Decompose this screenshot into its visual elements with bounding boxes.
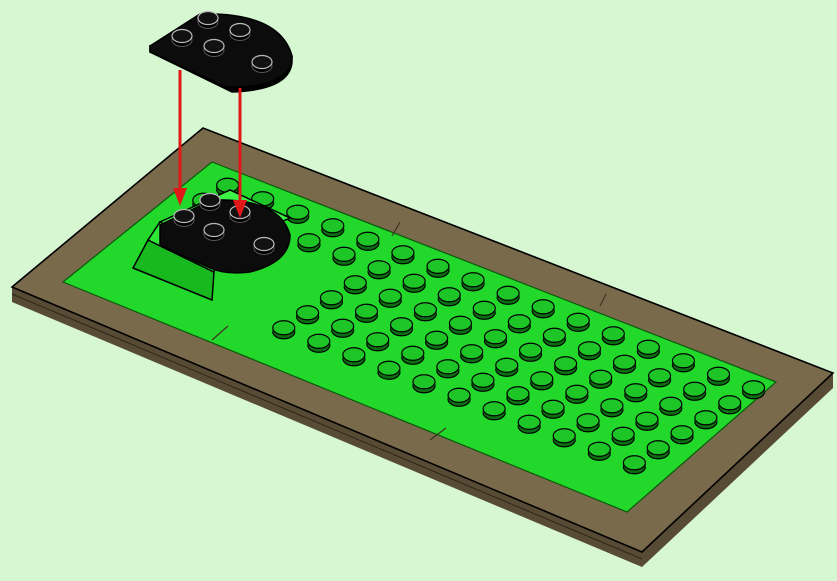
stud [355, 304, 377, 322]
plate-stud [252, 56, 272, 73]
stud [684, 382, 706, 400]
stud [588, 442, 610, 460]
stud [322, 219, 344, 237]
stud [438, 288, 460, 306]
stud [287, 205, 309, 223]
stud [553, 429, 575, 447]
stud [636, 412, 658, 430]
stud [567, 313, 589, 331]
stud [473, 301, 495, 319]
stud [462, 273, 484, 291]
stud [743, 381, 765, 399]
stud [391, 318, 413, 336]
stud [448, 388, 470, 406]
plate-stud [204, 40, 224, 57]
stud [612, 427, 634, 445]
stud [602, 327, 624, 345]
stud [403, 274, 425, 292]
stud [566, 385, 588, 403]
stud [532, 300, 554, 318]
plate-stud [172, 30, 192, 47]
stud [508, 315, 530, 333]
stud [542, 400, 564, 418]
stud [344, 276, 366, 294]
stud [320, 291, 342, 309]
stud [649, 369, 671, 387]
stud [531, 372, 553, 390]
stud [555, 357, 577, 375]
stud [695, 411, 717, 429]
stud [707, 367, 729, 385]
stud [308, 334, 330, 352]
stud [427, 259, 449, 277]
stud [485, 330, 507, 348]
stud [413, 375, 435, 393]
stud [671, 426, 693, 444]
stud [601, 399, 623, 417]
stud [332, 319, 354, 337]
stud [496, 358, 518, 376]
stud [578, 342, 600, 360]
plate-stud [254, 238, 274, 255]
stud [368, 261, 390, 279]
stud [614, 355, 636, 373]
stud [378, 361, 400, 379]
stud [672, 354, 694, 372]
stud [577, 414, 599, 432]
stud [437, 360, 459, 378]
stud [273, 321, 295, 339]
stud [483, 402, 505, 420]
stud [392, 246, 414, 264]
stud [497, 286, 519, 304]
stud [461, 345, 483, 363]
stud [333, 247, 355, 265]
stud [343, 348, 365, 366]
stud [543, 328, 565, 346]
stud [449, 316, 471, 334]
plate-stud [198, 12, 218, 29]
stud [402, 346, 424, 364]
stud [507, 387, 529, 405]
plate-stud [200, 194, 220, 211]
plate-stud [174, 210, 194, 227]
plate-stud [230, 24, 250, 41]
stud [297, 306, 319, 324]
stud [637, 340, 659, 358]
stud [520, 343, 542, 361]
stud [623, 456, 645, 474]
stud [719, 396, 741, 414]
stud [518, 415, 540, 433]
stud [426, 331, 448, 349]
plate-stud [204, 224, 224, 241]
stud [660, 397, 682, 415]
stud [367, 333, 389, 351]
stud [414, 303, 436, 321]
stud [298, 234, 320, 252]
stud [647, 441, 669, 459]
stud [357, 232, 379, 250]
stud [472, 373, 494, 391]
stud [625, 384, 647, 402]
stud [379, 289, 401, 307]
stud [590, 370, 612, 388]
